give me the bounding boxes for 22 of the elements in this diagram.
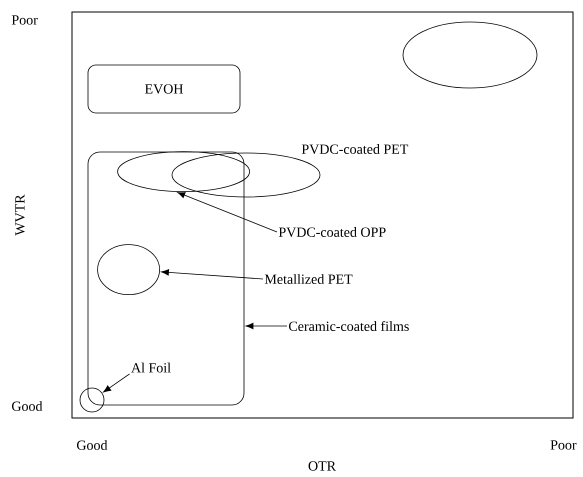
ellipse bbox=[402, 22, 538, 88]
axis-label: Poor bbox=[550, 440, 576, 450]
ellipse-label: PVDC-coated PET bbox=[302, 144, 408, 154]
circle bbox=[80, 388, 104, 412]
axis-label: Good bbox=[12, 401, 42, 411]
axis-label: Good bbox=[76, 440, 108, 450]
ellipse bbox=[117, 151, 250, 192]
axis-title: OTR bbox=[308, 461, 336, 471]
ellipse bbox=[172, 152, 320, 198]
callout-text: Al Foil bbox=[131, 362, 171, 373]
region-box bbox=[88, 152, 244, 406]
axis-title: WVTR bbox=[15, 194, 25, 236]
leader-arrow bbox=[177, 192, 278, 232]
leader-arrow bbox=[246, 322, 288, 330]
callout-text: PVDC-coated OPP bbox=[278, 227, 386, 237]
ellipse bbox=[97, 244, 160, 295]
axis-label: Poor bbox=[12, 15, 38, 25]
callout-text: Metallized PET bbox=[264, 274, 352, 284]
process-box: EVOH bbox=[88, 64, 240, 114]
leader-arrow bbox=[161, 269, 264, 280]
leader-arrow bbox=[103, 374, 130, 392]
callout-text: Ceramic-coated films bbox=[288, 321, 409, 331]
